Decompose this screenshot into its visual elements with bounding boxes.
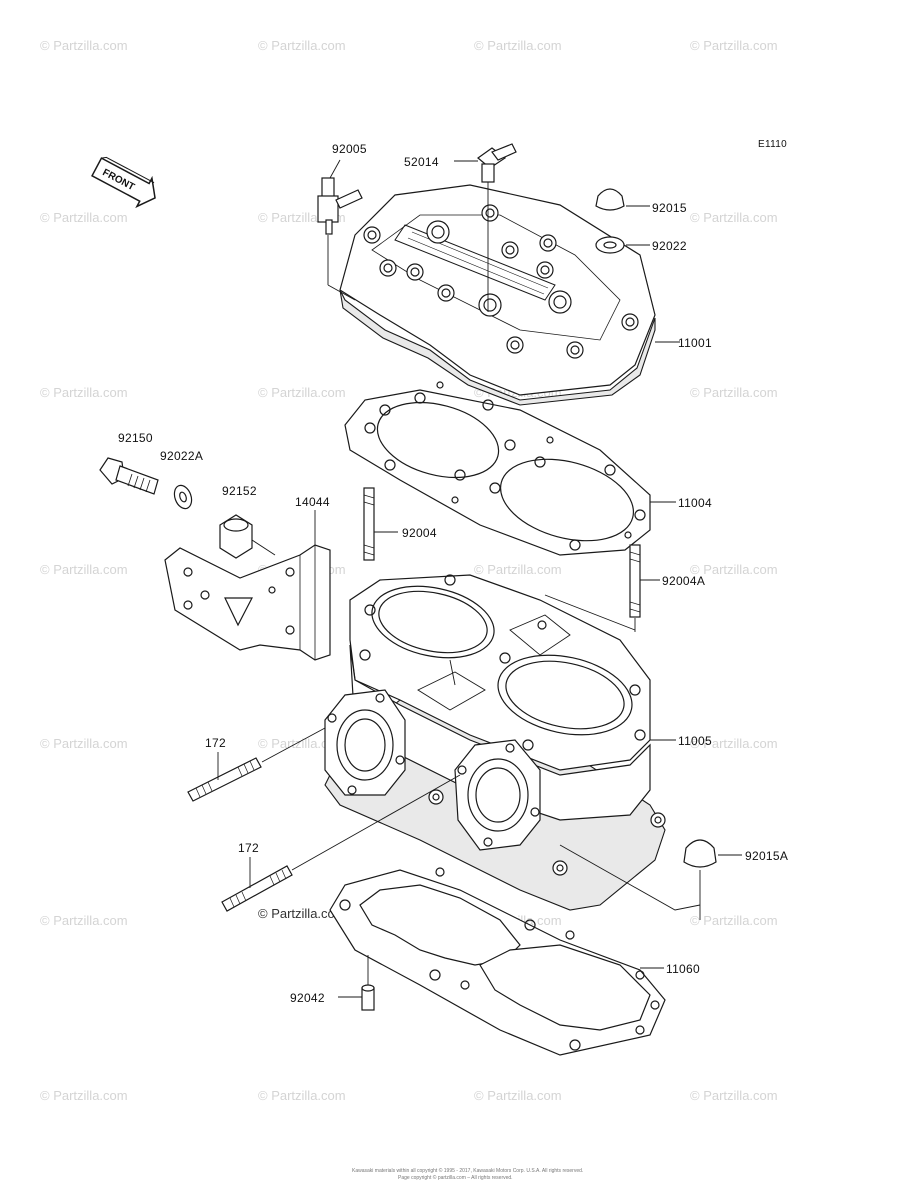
stud-172-upper bbox=[187, 727, 326, 802]
watermark: © Partzilla.com bbox=[258, 736, 346, 751]
gasket-holes bbox=[364, 381, 646, 551]
label-92042[interactable]: 92042 bbox=[290, 991, 325, 1005]
watermark: © Partzilla.com bbox=[690, 210, 778, 225]
stud-92004A bbox=[629, 544, 660, 632]
label-52014[interactable]: 52014 bbox=[404, 155, 439, 169]
watermark: © Partzilla.com bbox=[258, 38, 346, 53]
label-92004A[interactable]: 92004A bbox=[662, 574, 705, 588]
washer-92022A bbox=[173, 484, 193, 510]
exhaust-port-right bbox=[454, 739, 541, 851]
label-11001[interactable]: 11001 bbox=[678, 336, 712, 350]
watermark: © Partzilla.com bbox=[690, 1088, 778, 1103]
watermark: © Partzilla.com bbox=[690, 38, 778, 53]
collar-92152 bbox=[219, 514, 276, 559]
watermark: © Partzilla.com bbox=[40, 562, 128, 577]
watermark: © Partzilla.com bbox=[474, 38, 562, 53]
cover-bolt-holes bbox=[363, 204, 639, 359]
bolt-92150 bbox=[99, 457, 159, 495]
exhaust-port-left bbox=[324, 689, 406, 796]
watermark: © Partzilla.com bbox=[40, 210, 128, 225]
label-92004[interactable]: 92004 bbox=[402, 526, 437, 540]
watermark: © Partzilla.com bbox=[690, 385, 778, 400]
washer-92022 bbox=[595, 236, 650, 254]
bracket-14044 bbox=[164, 510, 331, 661]
watermark: © Partzilla.com bbox=[690, 562, 778, 577]
watermark: © Partzilla.com bbox=[40, 736, 128, 751]
label-11060[interactable]: 11060 bbox=[666, 962, 700, 976]
watermark: © Partzilla.com bbox=[40, 1088, 128, 1103]
copyright-line-2: Page copyright © partzilla.com – All rig… bbox=[398, 1174, 513, 1181]
watermark-center: © Partzilla.com bbox=[258, 906, 346, 921]
label-92152[interactable]: 92152 bbox=[222, 484, 257, 498]
watermark: © Partzilla.com bbox=[474, 562, 562, 577]
watermark: © Partzilla.com bbox=[40, 385, 128, 400]
cylinder-head-cover bbox=[339, 184, 656, 406]
cap-nut-92015A bbox=[683, 839, 742, 920]
diagram-code: E1110 bbox=[758, 139, 787, 150]
watermark: © Partzilla.com bbox=[258, 385, 346, 400]
label-92005[interactable]: 92005 bbox=[332, 142, 367, 156]
label-92022A[interactable]: 92022A bbox=[160, 449, 203, 463]
label-172-upper[interactable]: 172 bbox=[205, 736, 226, 750]
label-14044[interactable]: 14044 bbox=[295, 495, 330, 509]
watermark: © Partzilla.com bbox=[40, 913, 128, 928]
label-172-lower[interactable]: 172 bbox=[238, 841, 259, 855]
watermark: © Partzilla.com bbox=[474, 1088, 562, 1103]
label-92015A[interactable]: 92015A bbox=[745, 849, 788, 863]
stud-92004 bbox=[363, 487, 398, 561]
watermark: © Partzilla.com bbox=[258, 1088, 346, 1103]
base-gasket-11060 bbox=[329, 867, 666, 1056]
watermark: © Partzilla.com bbox=[690, 913, 778, 928]
label-92150[interactable]: 92150 bbox=[118, 431, 153, 445]
dowel-92042 bbox=[338, 984, 375, 1011]
head-gasket-11004 bbox=[344, 381, 651, 556]
watermark: © Partzilla.com bbox=[690, 736, 778, 751]
label-92015[interactable]: 92015 bbox=[652, 201, 687, 215]
part-labels: 92005 52014 92015 92022 11001 11004 9215… bbox=[118, 142, 788, 1005]
fitting-92005 bbox=[317, 159, 363, 301]
front-arrow-icon: FRONT bbox=[91, 156, 156, 209]
label-92022[interactable]: 92022 bbox=[652, 239, 687, 253]
label-11004[interactable]: 11004 bbox=[678, 496, 712, 510]
watermark: © Partzilla.com bbox=[40, 38, 128, 53]
cap-nut-92015 bbox=[595, 188, 650, 211]
cylinder-block-11005 bbox=[324, 574, 701, 911]
stud-172-lower bbox=[221, 774, 461, 912]
label-11005[interactable]: 11005 bbox=[678, 734, 712, 748]
elbow-52014 bbox=[454, 143, 517, 312]
copyright-line-1: Kawasaki materials within all copyright … bbox=[352, 1167, 583, 1174]
